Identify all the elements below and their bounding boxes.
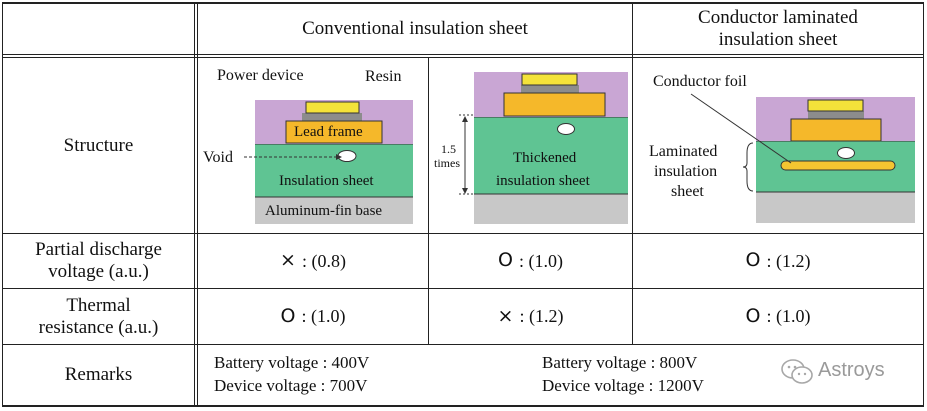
- void-ellipse: [337, 150, 357, 162]
- label-insulation-sheet: Insulation sheet: [279, 173, 374, 189]
- laminated-structure-diagram: [690, 93, 915, 223]
- label-laminated-line1: Laminated: [649, 143, 718, 160]
- conventional-thickened-divider: [428, 57, 429, 345]
- label-column-border: [194, 2, 195, 407]
- watermark-text: Astroys: [818, 359, 885, 381]
- circle-mark-icon: O: [498, 249, 513, 272]
- row-label-partial-discharge: Partial discharge voltage (a.u.): [35, 239, 162, 282]
- th-thickened-text: : (1.2): [519, 306, 564, 327]
- row-label-structure: Structure: [63, 134, 134, 156]
- label-void: Void: [203, 149, 233, 166]
- cross-mark-icon: ×: [280, 249, 296, 272]
- lead-frame: [285, 120, 383, 144]
- laminated-column-border: [632, 2, 633, 345]
- power-device: [521, 73, 578, 86]
- header-laminated: Conductor laminated insulation sheet: [698, 7, 858, 50]
- row-label-remarks: Remarks: [64, 364, 133, 386]
- insulation-layer: [255, 144, 413, 197]
- pd-laminated-text: : (1.2): [766, 250, 811, 271]
- th-laminated-text: : (1.0): [766, 306, 811, 327]
- remarks-conventional: Battery voltage : 400V Device voltage : …: [214, 351, 369, 397]
- solder-layer: [302, 113, 362, 121]
- cross-mark-icon: ×: [497, 304, 514, 327]
- th-conventional-value: O: (1.0): [198, 289, 428, 344]
- insulation-layer: [474, 117, 628, 194]
- thermal-bottom-border: [2, 344, 924, 345]
- table-top-border: [2, 2, 924, 4]
- label-thickened-line2: insulation sheet: [496, 173, 590, 189]
- pd-laminated-value: O: (1.2): [633, 234, 923, 288]
- pd-conventional-text: : (0.8): [301, 250, 346, 271]
- circle-mark-icon: O: [745, 249, 761, 272]
- wechat-icon: [781, 359, 813, 384]
- pd-conventional-value: ×: (0.8): [198, 234, 428, 288]
- pd-thickened-value: O: (1.0): [429, 234, 632, 288]
- conventional-structure-diagram: [244, 100, 413, 224]
- void-ellipse: [557, 123, 575, 135]
- lead-frame: [503, 92, 606, 117]
- label-laminated-line2: insulation: [654, 163, 718, 180]
- remarks-new-line2: Device voltage : 1200V: [542, 376, 704, 395]
- th-conventional-text: : (1.0): [301, 306, 346, 327]
- label-laminated-line3: sheet: [671, 183, 704, 200]
- void-ellipse: [837, 147, 855, 159]
- structure-bottom-border: [2, 233, 924, 234]
- solder-layer: [521, 85, 579, 93]
- label-power-device: Power device: [217, 67, 304, 84]
- label-resin: Resin: [365, 68, 402, 85]
- label-base: Aluminum-fin base: [265, 203, 383, 219]
- thickened-structure-diagram: [459, 72, 628, 224]
- base-layer: [255, 197, 413, 224]
- label-lead-frame: Lead frame: [294, 124, 363, 140]
- table-bottom-border: [2, 405, 924, 407]
- label-conductor-foil: Conductor foil: [653, 73, 747, 90]
- conductor-foil: [780, 160, 896, 171]
- label-times-value: 1.5: [441, 142, 456, 156]
- th-laminated-value: O: (1.0): [633, 289, 923, 344]
- pd-thickened-text: : (1.0): [518, 250, 563, 271]
- label-times-unit: times: [434, 156, 460, 170]
- solder-layer: [808, 111, 864, 119]
- table-left-border: [2, 2, 3, 407]
- th-thickened-value: ×: (1.2): [429, 289, 632, 344]
- label-thickened-line1: Thickened: [513, 150, 577, 166]
- lead-frame: [790, 118, 882, 142]
- row-label-thermal: Thermal resistance (a.u.): [38, 294, 159, 338]
- header-conventional: Conventional insulation sheet: [302, 18, 528, 40]
- remarks-new: Battery voltage : 800V Device voltage : …: [542, 351, 704, 397]
- power-device: [305, 101, 360, 114]
- remarks-conventional-line1: Battery voltage : 400V: [214, 353, 370, 372]
- power-device: [807, 99, 864, 112]
- header-bottom-border-2: [2, 57, 924, 58]
- base-layer: [474, 194, 628, 224]
- laminated-bracket: [742, 142, 754, 192]
- circle-mark-icon: O: [280, 304, 296, 327]
- remarks-conventional-line2: Device voltage : 700V: [214, 376, 368, 395]
- base-layer: [756, 192, 915, 223]
- remarks-new-line1: Battery voltage : 800V: [542, 353, 698, 372]
- table-right-border: [923, 2, 924, 407]
- label-column-border-2: [197, 2, 198, 407]
- circle-mark-icon: O: [745, 304, 761, 327]
- pd-bottom-border: [2, 288, 924, 289]
- header-bottom-border: [2, 54, 924, 55]
